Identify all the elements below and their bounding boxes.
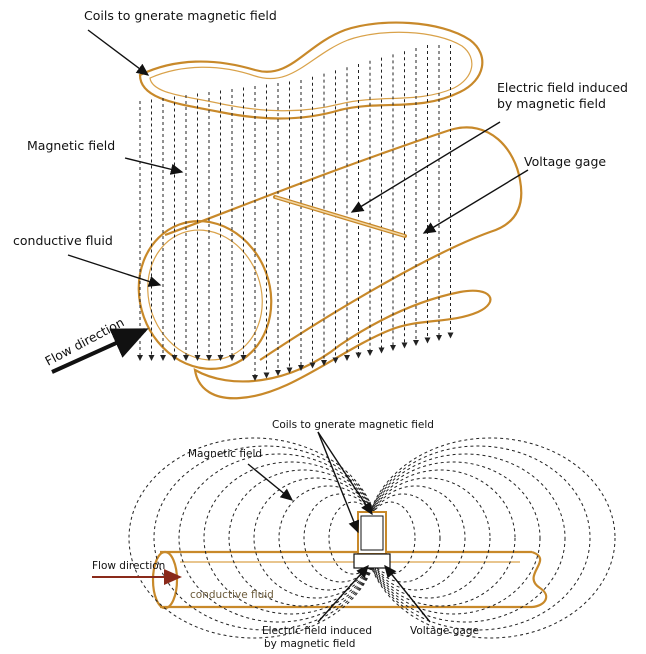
bottom-label-conductive-fluid: conductive fluid bbox=[190, 589, 274, 601]
bottom-flowmeter-illustration: Coils to gnerate magnetic field Magnetic… bbox=[92, 419, 615, 650]
bottom-arrow-magnetic-field bbox=[248, 464, 292, 500]
bottom-coil-base bbox=[354, 554, 390, 568]
bottom-label-electric-field-1: Electric field induced bbox=[262, 625, 372, 637]
top-pipe-inner-ring bbox=[130, 214, 280, 376]
top-flowmeter-illustration: Coils to gnerate magnetic field Magnetic… bbox=[13, 8, 628, 398]
bottom-field-loop-left bbox=[154, 446, 378, 630]
bottom-label-electric-field-2: by magnetic field bbox=[264, 638, 355, 650]
top-arrow-voltage-gage bbox=[424, 170, 528, 233]
top-label-magnetic-field: Magnetic field bbox=[27, 138, 115, 153]
bottom-arrow-coils bbox=[318, 432, 372, 514]
top-coil-upper-inner bbox=[150, 32, 472, 110]
top-arrow-coils bbox=[88, 30, 148, 75]
bottom-label-magnetic-field: Magnetic field bbox=[188, 448, 262, 460]
top-arrow-electric-field bbox=[352, 122, 500, 212]
top-label-electric-field-1: Electric field induced bbox=[497, 80, 628, 95]
top-label-voltage-gage: Voltage gage bbox=[524, 154, 606, 169]
bottom-label-coils: Coils to gnerate magnetic field bbox=[272, 419, 434, 431]
bottom-arrow-electric-field bbox=[318, 566, 368, 622]
bottom-field-loop-right bbox=[366, 446, 590, 630]
top-arrow-magnetic-field bbox=[125, 158, 182, 172]
top-label-flow-direction: Flow direction bbox=[42, 314, 126, 368]
top-label-coils: Coils to gnerate magnetic field bbox=[84, 8, 277, 23]
bottom-coil-stack bbox=[358, 512, 386, 554]
bottom-pipe-right-end bbox=[532, 552, 546, 607]
top-label-conductive-fluid: conductive fluid bbox=[13, 233, 113, 248]
top-coil-upper bbox=[140, 23, 482, 119]
top-pipe-body bbox=[165, 127, 521, 360]
top-arrow-conductive-fluid bbox=[68, 255, 160, 285]
bottom-label-voltage-gage: Voltage gage bbox=[410, 625, 479, 637]
top-label-electric-field-2: by magnetic field bbox=[497, 96, 606, 111]
bottom-field-loop-right bbox=[366, 462, 540, 614]
bottom-label-flow-direction: Flow direction bbox=[92, 560, 165, 572]
top-magnetic-field-lines bbox=[140, 45, 451, 380]
